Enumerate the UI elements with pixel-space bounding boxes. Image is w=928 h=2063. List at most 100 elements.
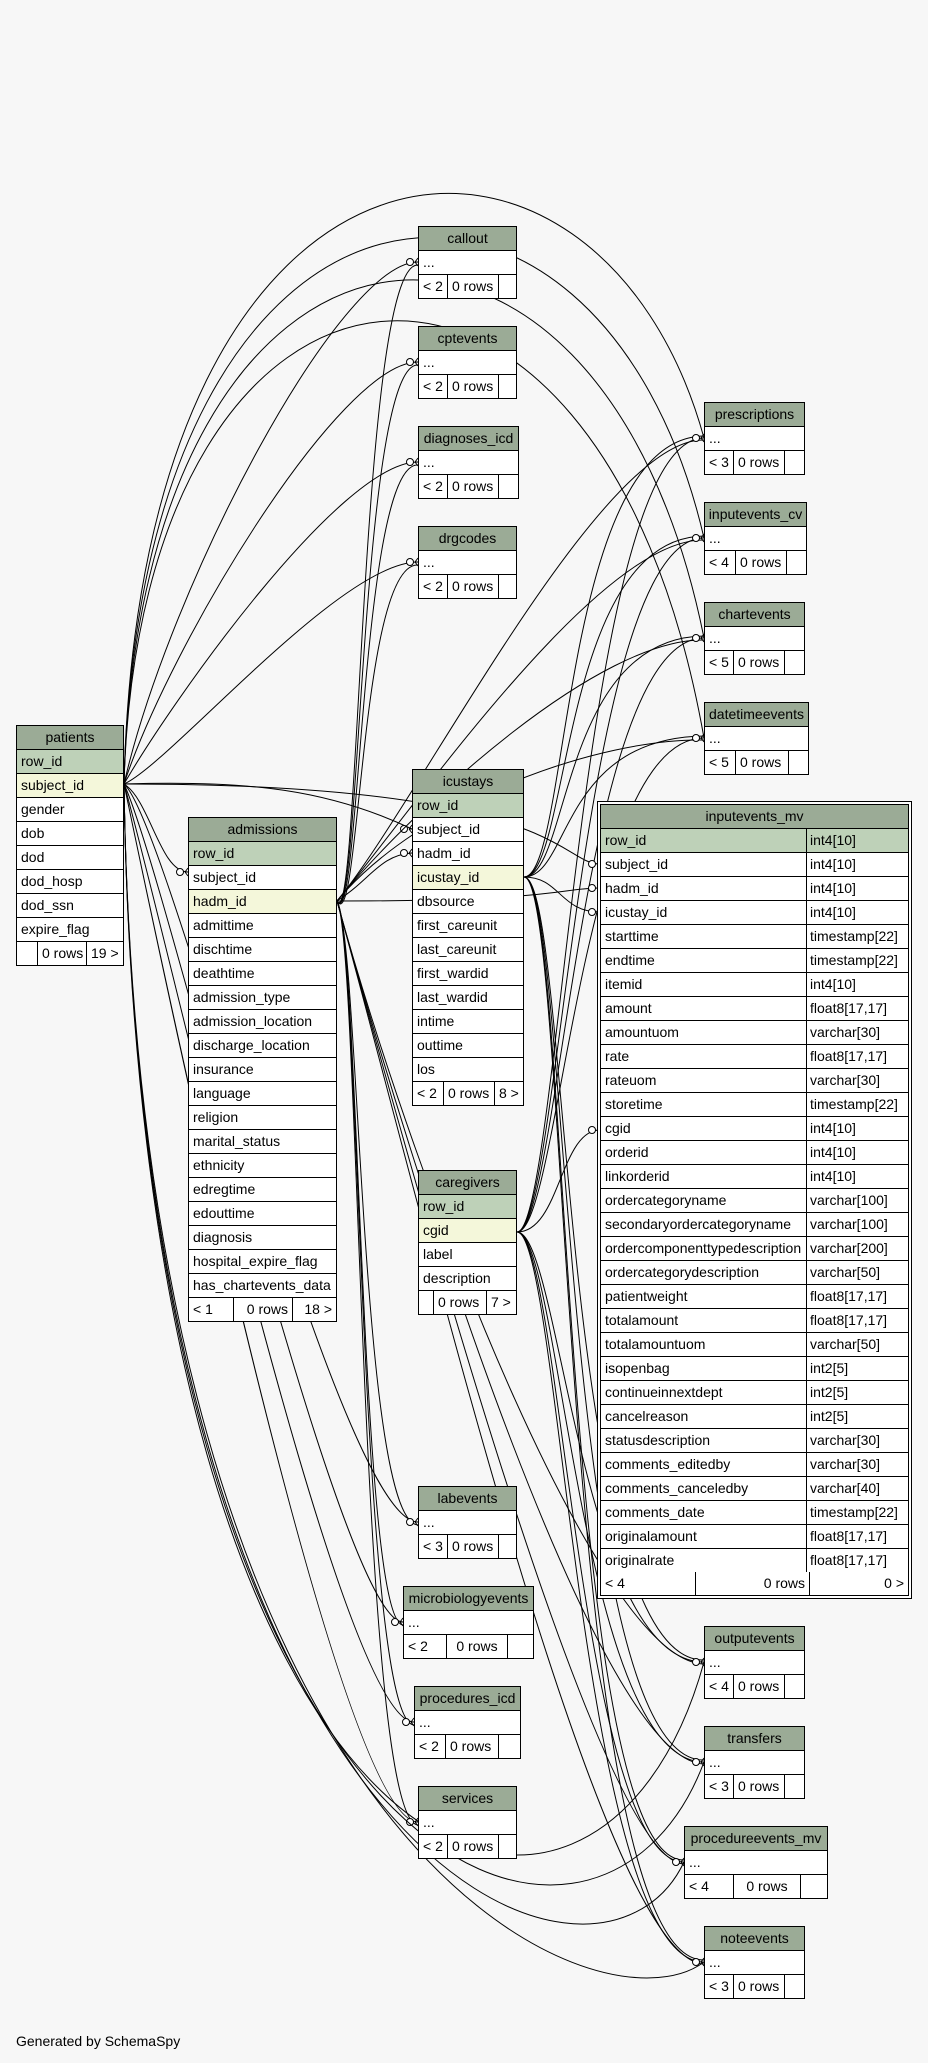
table-admissions[interactable]: admissions row_id subject_id hadm_id adm… — [188, 817, 337, 1322]
column-gender: gender — [17, 798, 123, 822]
children-count — [784, 1775, 804, 1798]
row-count: 0 rows — [447, 1835, 498, 1858]
table-microbiologyevents[interactable]: microbiologyevents ... < 2 0 rows — [403, 1586, 534, 1659]
parents-count: < 3 — [423, 1538, 443, 1554]
table-footer: < 2 0 rows — [419, 375, 516, 398]
column-label: label — [419, 1243, 516, 1267]
children-count — [784, 1975, 804, 1998]
column-name: ordercategorydescription — [605, 1264, 760, 1280]
children-count: 19 > — [86, 942, 123, 965]
column-name: dod_ssn — [21, 897, 74, 913]
column-subject-id: subject_id — [189, 866, 336, 890]
table-icustays[interactable]: icustays row_id subject_id hadm_id icust… — [412, 769, 524, 1106]
parents-count — [419, 1291, 433, 1314]
crows-foot-marker — [692, 1758, 700, 1766]
children-count — [498, 1735, 520, 1758]
column-hadm-id: hadm_id — [189, 890, 336, 914]
crows-foot-marker — [692, 1958, 700, 1966]
row-count: 0 rows — [447, 575, 498, 598]
column-type: int2[5] — [806, 1381, 908, 1404]
table-footer: < 4 0 rows — [705, 551, 806, 574]
table-callout[interactable]: callout ... < 2 0 rows — [418, 226, 517, 299]
column-name: isopenbag — [605, 1360, 670, 1376]
column-name: hospital_expire_flag — [193, 1253, 318, 1269]
column-cgid: cgid — [419, 1219, 516, 1243]
column-type: timestamp[22] — [806, 1093, 908, 1116]
column-edouttime: edouttime — [189, 1202, 336, 1226]
column-dob: dob — [17, 822, 123, 846]
row-count: 0 rows — [37, 942, 86, 965]
children-count — [784, 651, 804, 674]
table-drgcodes[interactable]: drgcodes ... < 2 0 rows — [418, 526, 517, 599]
column-name: admittime — [193, 917, 254, 933]
table-prescriptions[interactable]: prescriptions ... < 3 0 rows — [704, 402, 805, 475]
table-footer: < 2 0 rows — [419, 575, 516, 598]
column-type: int4[10] — [806, 877, 908, 900]
table-title: datetimeevents — [705, 703, 808, 727]
column-edregtime: edregtime — [189, 1178, 336, 1202]
table-outputevents[interactable]: outputevents ... < 4 0 rows — [704, 1626, 805, 1699]
column-first-careunit: first_careunit — [413, 914, 523, 938]
table-diagnoses-icd[interactable]: diagnoses_icd ... < 2 0 rows — [418, 426, 519, 499]
table-noteevents[interactable]: noteevents ... < 3 0 rows — [704, 1926, 805, 1999]
relationship-line — [123, 261, 419, 785]
table-chartevents[interactable]: chartevents ... < 5 0 rows — [704, 602, 805, 675]
column-ellipsis: ... — [705, 1951, 804, 1975]
column-name: discharge_location — [193, 1037, 310, 1053]
crows-foot-marker — [588, 908, 596, 916]
column-ellipsis: ... — [419, 1511, 516, 1535]
crows-foot-marker — [406, 458, 414, 466]
crows-foot-marker — [406, 1818, 414, 1826]
table-title: prescriptions — [705, 403, 804, 427]
children-count — [498, 1835, 516, 1858]
column-name: continueinnextdept — [605, 1384, 723, 1400]
column-ellipsis: ... — [419, 1811, 516, 1835]
column-type: float8[17,17] — [806, 1525, 908, 1548]
table-transfers[interactable]: transfers ... < 3 0 rows — [704, 1726, 805, 1799]
column-row-id: row_id — [419, 1195, 516, 1219]
column-name: ... — [689, 1854, 701, 1870]
children-count — [498, 275, 516, 298]
table-title: caregivers — [419, 1171, 516, 1195]
table-title: drgcodes — [419, 527, 516, 551]
table-cptevents[interactable]: cptevents ... < 2 0 rows — [418, 326, 517, 399]
table-footer: < 5 0 rows — [705, 651, 804, 674]
table-patients[interactable]: patients row_id subject_id gender dob do… — [16, 725, 124, 966]
table-inputevents-cv[interactable]: inputevents_cv ... < 4 0 rows — [704, 502, 807, 575]
children-count — [784, 451, 804, 474]
column-name: orderid — [605, 1144, 649, 1160]
column-name: los — [417, 1061, 435, 1077]
crows-foot-marker — [406, 1518, 414, 1526]
table-title: chartevents — [705, 603, 804, 627]
column-type: int2[5] — [806, 1405, 908, 1428]
table-caregivers[interactable]: caregivers row_id cgid label description… — [418, 1170, 517, 1315]
table-procedureevents-mv[interactable]: procedureevents_mv ... < 4 0 rows — [684, 1826, 828, 1899]
table-footer: < 2 0 rows 8 > — [413, 1082, 523, 1105]
column-type: timestamp[22] — [806, 949, 908, 972]
crows-foot-marker — [692, 534, 700, 542]
crows-foot-marker — [176, 868, 184, 876]
table-datetimeevents[interactable]: datetimeevents ... < 5 0 rows — [704, 702, 809, 775]
row-count: 0 rows — [447, 1535, 498, 1558]
table-labevents[interactable]: labevents ... < 3 0 rows — [418, 1486, 517, 1559]
crows-foot-marker — [588, 1126, 596, 1134]
table-procedures-icd[interactable]: procedures_icd ... < 2 0 rows — [414, 1686, 521, 1759]
column-name: deathtime — [193, 965, 255, 981]
row-count: 0 rows — [733, 1975, 784, 1998]
column-name: hadm_id — [605, 880, 659, 896]
crows-foot-marker — [406, 358, 414, 366]
parents-count: < 2 — [423, 1838, 443, 1854]
relationship-line — [123, 461, 419, 785]
column-deathtime: deathtime — [189, 962, 336, 986]
column-name: first_wardid — [417, 965, 489, 981]
table-footer: < 3 0 rows — [705, 1775, 804, 1798]
table-services[interactable]: services ... < 2 0 rows — [418, 1786, 517, 1859]
column-name: ... — [423, 554, 435, 570]
column-ellipsis: ... — [415, 1711, 520, 1735]
